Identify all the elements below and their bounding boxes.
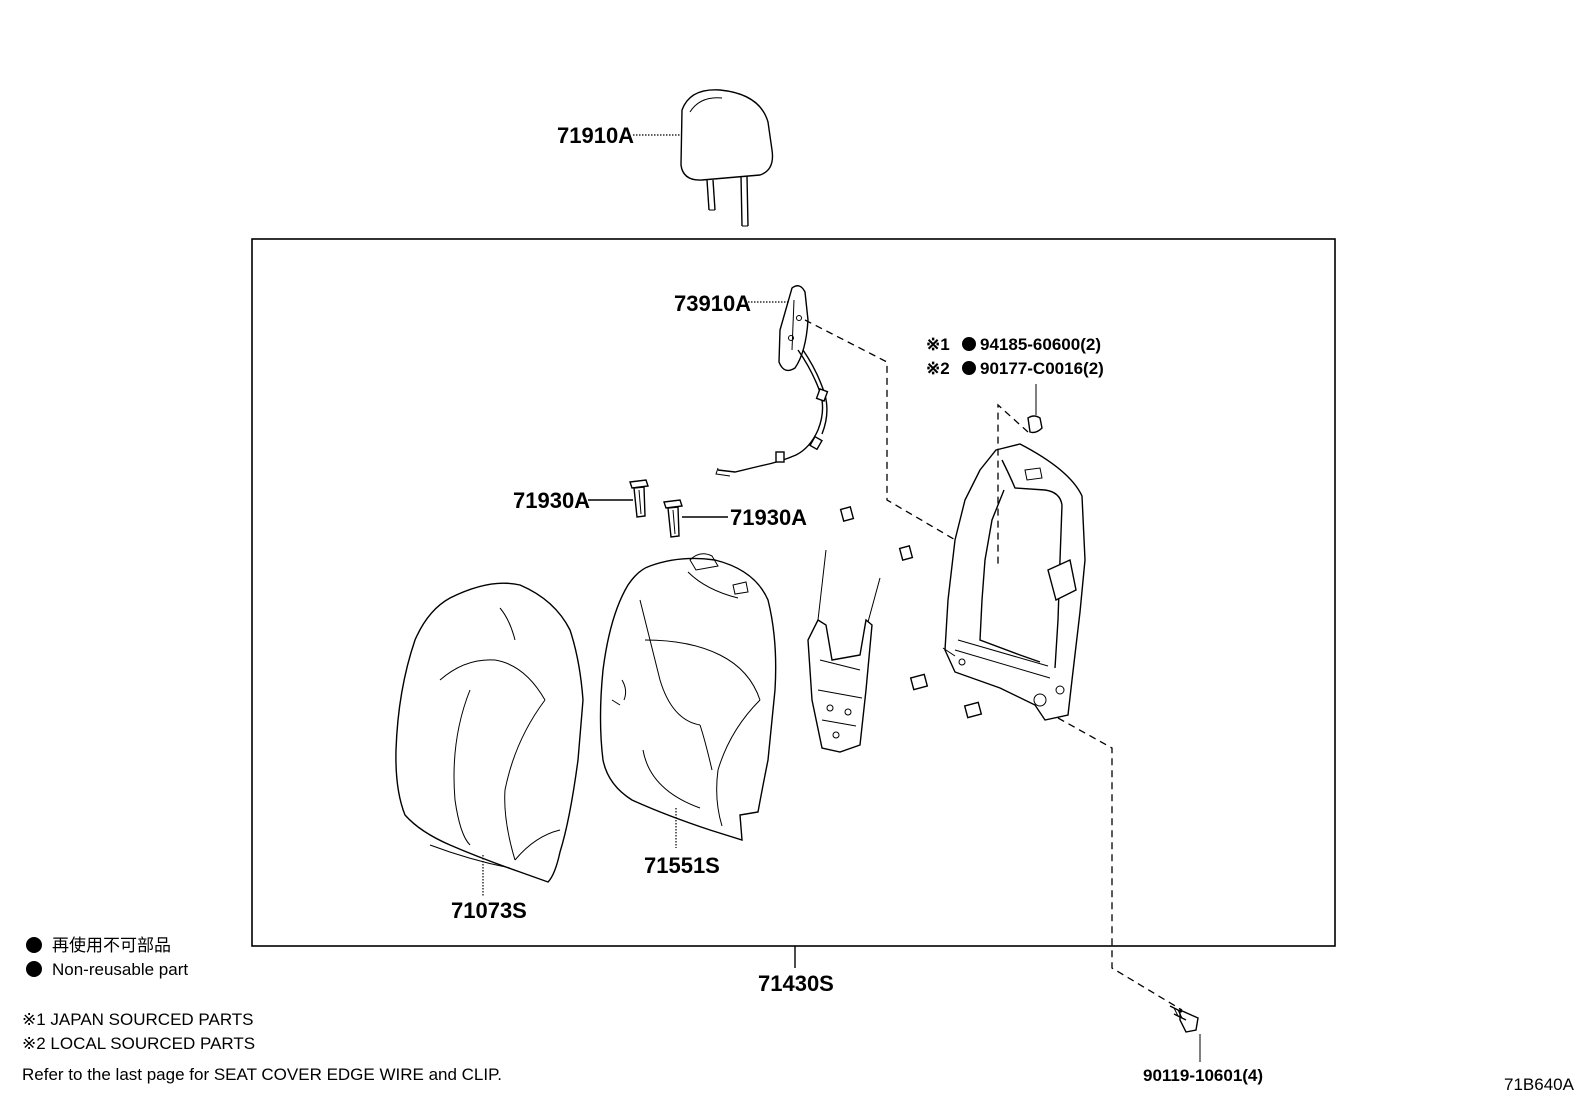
non-reusable-dot-2 bbox=[962, 361, 976, 375]
nut-japan-mark: ※1 bbox=[926, 335, 950, 354]
legend-dot-en bbox=[26, 961, 42, 977]
clip-parts-illustration bbox=[839, 506, 983, 719]
note-japan-sourced: ※1 JAPAN SOURCED PARTS bbox=[22, 1010, 254, 1029]
note-refer: Refer to the last page for SEAT COVER ED… bbox=[22, 1065, 502, 1084]
headrest-guide-1-illustration bbox=[629, 479, 649, 518]
airbag-to-frame-dashed-line bbox=[804, 319, 965, 546]
legend-non-reusable-en: Non-reusable part bbox=[52, 960, 188, 979]
part-number-nut-local[interactable]: 90177-C0016(2) bbox=[980, 359, 1104, 378]
part-number-seatback-assy[interactable]: 71430S bbox=[758, 971, 834, 996]
part-number-bolt[interactable]: 90119-10601(4) bbox=[1143, 1066, 1263, 1085]
headrest-guide-2-illustration bbox=[663, 499, 683, 538]
seatback-frame-illustration bbox=[942, 443, 1086, 721]
assembly-boundary-box bbox=[251, 238, 1336, 947]
seatback-pad-illustration bbox=[599, 553, 777, 841]
part-number-seatback-pad[interactable]: 71551S bbox=[644, 853, 720, 878]
side-airbag-illustration bbox=[715, 285, 829, 477]
part-number-nut-japan[interactable]: 94185-60600(2) bbox=[980, 335, 1101, 354]
nut-local-mark: ※2 bbox=[926, 359, 950, 378]
part-number-headrest[interactable]: 71910A bbox=[557, 123, 634, 148]
part-number-guide-1[interactable]: 71930A bbox=[513, 488, 590, 513]
bolt-illustration bbox=[1169, 1005, 1201, 1062]
non-reusable-dot-1 bbox=[962, 337, 976, 351]
nut-illustration bbox=[1027, 384, 1043, 434]
frame-to-bolt-dashed-line bbox=[1057, 717, 1183, 1011]
headrest-illustration bbox=[680, 89, 774, 227]
part-number-guide-2[interactable]: 71930A bbox=[730, 505, 807, 530]
legend-non-reusable-jp: 再使用不可部品 bbox=[52, 935, 171, 955]
seatback-cover-illustration bbox=[395, 582, 584, 883]
part-number-airbag[interactable]: 73910A bbox=[674, 291, 751, 316]
part-number-seatback-cover[interactable]: 71073S bbox=[451, 898, 527, 923]
nut-to-frame-dashed-line bbox=[997, 403, 1029, 565]
note-local-sourced: ※2 LOCAL SOURCED PARTS bbox=[22, 1034, 255, 1053]
center-bracket-illustration bbox=[807, 549, 881, 753]
legend-dot-jp bbox=[26, 937, 42, 953]
diagram-code: 71B640A bbox=[1504, 1075, 1575, 1094]
